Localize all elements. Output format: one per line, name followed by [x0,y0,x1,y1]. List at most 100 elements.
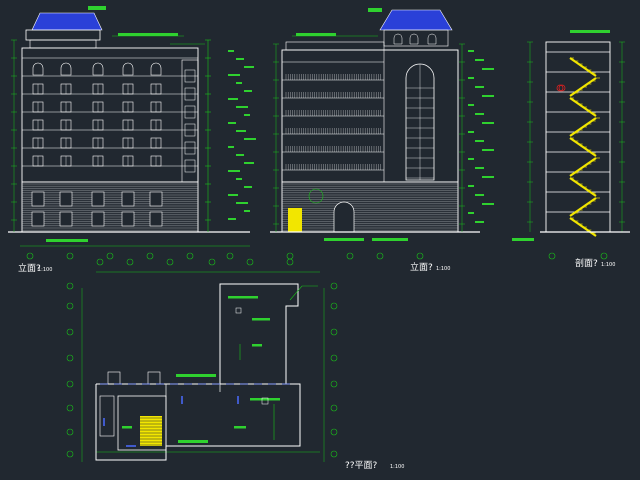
axis-bubble [330,380,338,388]
axis-bubble [66,380,74,388]
annotation-text [228,50,234,52]
ground-window [149,211,163,227]
arched-window [32,62,44,76]
column [147,371,161,385]
entrance-arch [333,201,355,233]
room-label [228,296,258,299]
axis-bubble [66,282,74,290]
room-label [122,426,132,429]
annotation-text [244,210,250,212]
arched-window [122,62,134,76]
annotation-text [296,33,336,36]
annotation-text [236,178,242,180]
plan-body [66,258,338,462]
elevation-right-scale: 1:100 [436,266,450,272]
ground-window [59,211,73,227]
annotation-text [236,106,248,108]
axis-bubble [330,282,338,290]
axis-bubble [286,258,294,266]
level-tag [88,6,106,10]
arched-window [60,62,72,76]
axis-bubble [330,404,338,412]
room [99,395,115,437]
room-label [252,318,270,321]
stair-core [140,416,162,446]
annotation-text [475,113,484,115]
tower-window [184,87,196,101]
ground-window [59,191,73,207]
axis-bubble [66,404,74,412]
section-title: 剖面? [575,257,598,269]
axis-bubble [208,258,216,266]
axis-bubble [66,328,74,336]
annotation-text [468,185,474,187]
axis-bubble [126,258,134,266]
annotation-text [475,221,484,223]
elevation-left-scale: 1:100 [38,267,52,273]
section-scale: 1:100 [601,262,615,268]
tree [308,188,324,204]
annotation-text [244,162,254,164]
axis-bubble [330,302,338,310]
plan-scale: 1:100 [390,464,404,470]
annotation-text [482,68,494,70]
attic-window [409,33,419,45]
annotation-text [475,86,484,88]
ground-window [149,191,163,207]
annotation-text [228,74,240,76]
annotation-text [482,122,494,124]
axis-bubble [186,252,194,260]
axis-bubble [146,252,154,260]
section-body [512,30,630,260]
annotation-text [475,194,484,196]
axis-bubble [106,252,114,260]
plan-view: ??平面? 1:100 [66,258,404,471]
annotation-text [236,82,242,84]
ground-window [121,211,135,227]
axis-bubble [416,252,424,260]
annotation-text [475,167,484,169]
section-view: 剖面? 1:100 [512,30,630,269]
annotation-text [482,203,494,205]
annotation-text [468,104,474,106]
ground-window [91,211,105,227]
room-label [234,426,246,429]
axis-bubble [330,354,338,362]
elevation-left-title: 立面? [18,262,41,274]
ground-window [31,191,45,207]
attic-window [427,33,437,45]
elevation-right-facade [270,9,480,233]
axis-bubble [346,252,354,260]
axis-bubble [66,354,74,362]
annotation-text [482,149,494,151]
annotation-text [372,238,408,241]
plan-title: ??平面? [345,460,378,471]
annotation-text [244,66,254,68]
axis-bubble [376,252,384,260]
room-label [176,374,216,377]
annotation-text [244,114,250,116]
axis-bubble [246,258,254,266]
annotation-text [468,77,474,79]
room-label [250,398,280,401]
annotation-text [570,30,610,33]
level-tag [368,8,382,12]
tower-window [184,69,196,83]
leader [289,285,318,301]
axis-bubble [330,328,338,336]
annotation-text [46,239,88,242]
room-label [178,440,208,443]
ground-floor [21,181,199,233]
ground-floor [281,181,459,233]
elevation-right: 立面? 1:100 [270,8,494,273]
annotation-text [468,212,474,214]
fixture [235,307,242,314]
annotation-text [228,170,240,172]
axis-bubble [548,252,556,260]
axis-bubble [66,252,74,260]
ground-window [91,191,105,207]
ground-window [121,191,135,207]
annotation-text [228,98,238,100]
axis-bubble [600,252,608,260]
